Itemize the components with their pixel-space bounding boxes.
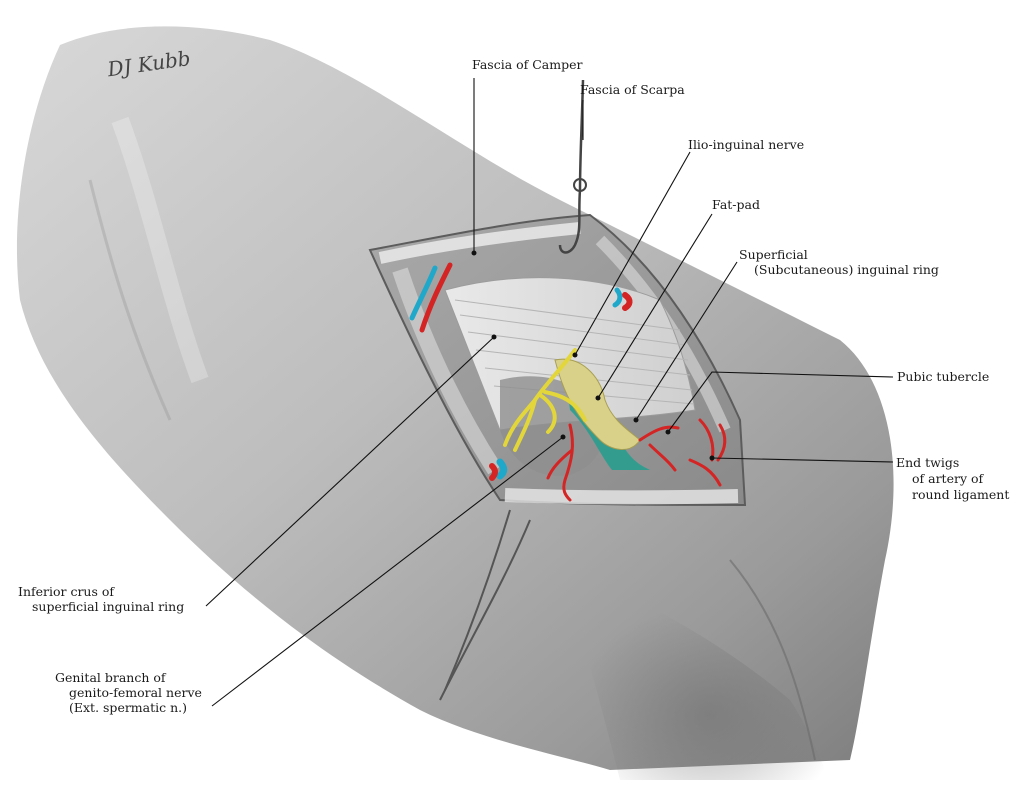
label-text-end-twigs-1: End twigs <box>896 455 959 470</box>
label-superficial-ring: Superficial (Subcutaneous) inguinal ring <box>633 247 939 423</box>
label-text-ilio-inguinal: Ilio-inguinal nerve <box>688 137 804 152</box>
label-fascia-scarpa: Fascia of Scarpa <box>580 82 685 140</box>
label-text-genital-branch-2: genito-femoral nerve <box>69 685 202 700</box>
label-text-genital-branch-1: Genital branch of <box>55 670 167 685</box>
label-text-inferior-crus-1: Inferior crus of <box>18 584 115 599</box>
label-genital-branch: Genital branch of genito-femoral nerve (… <box>55 434 566 715</box>
label-end-twigs: End twigs of artery of round ligament <box>709 455 1009 502</box>
label-text-superficial-ring-2: (Subcutaneous) inguinal ring <box>754 262 939 277</box>
ilio-inguinal-nerve <box>503 348 587 452</box>
label-text-fascia-scarpa: Fascia of Scarpa <box>580 82 685 97</box>
label-inferior-crus: Inferior crus of superficial inguinal ri… <box>18 334 497 614</box>
label-text-fascia-camper: Fascia of Camper <box>472 57 583 72</box>
surgical-hook <box>558 79 587 254</box>
label-fat-pad: Fat-pad <box>595 197 760 401</box>
label-text-superficial-ring-1: Superficial <box>739 247 808 262</box>
label-fascia-camper: Fascia of Camper <box>471 57 583 256</box>
label-text-end-twigs-3: round ligament <box>912 487 1009 502</box>
label-text-inferior-crus-2: superficial inguinal ring <box>32 599 184 614</box>
suture-threads <box>439 509 531 701</box>
label-text-end-twigs-2: of artery of <box>912 471 985 486</box>
label-text-genital-branch-3: (Ext. spermatic n.) <box>69 700 187 715</box>
label-ilio-inguinal-nerve: Ilio-inguinal nerve <box>572 137 804 358</box>
label-pubic-tubercle: Pubic tubercle <box>665 369 989 435</box>
label-text-pubic-tubercle: Pubic tubercle <box>897 369 989 384</box>
label-text-fat-pad: Fat-pad <box>712 197 760 212</box>
